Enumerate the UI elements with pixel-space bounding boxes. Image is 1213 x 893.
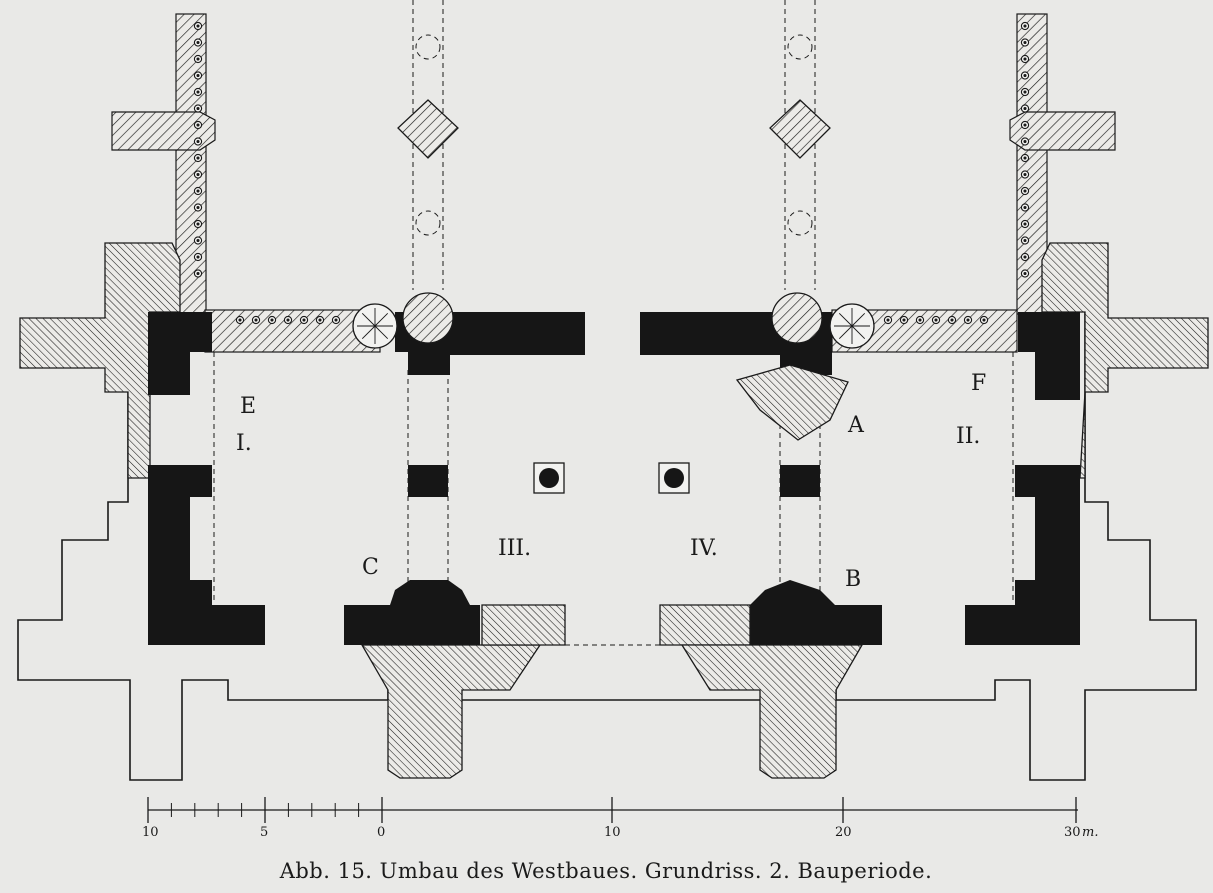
- wall-ring-dot: [254, 318, 258, 322]
- wall-ring-dot: [196, 255, 200, 259]
- rosette-spoke: [374, 325, 389, 340]
- wall-ring-dot: [966, 318, 970, 322]
- rosette-spoke: [851, 325, 866, 340]
- wall-ring-dot: [1023, 139, 1027, 144]
- plan-labels: E I. F II. III. IV. A B C: [236, 371, 986, 592]
- wall-ring-dot: [196, 189, 200, 193]
- wall-ring-dot: [318, 318, 322, 322]
- label-f: F: [971, 371, 986, 396]
- scale-tick-label: 0: [377, 825, 385, 840]
- wall-ring-dot: [196, 57, 200, 61]
- wall-ring-dot: [934, 318, 938, 322]
- upper-piers: [397, 99, 831, 159]
- rosette-spoke: [361, 312, 376, 327]
- wall-rings: [193, 21, 1030, 325]
- wall-ring-dot: [950, 318, 954, 322]
- rosette-spoke: [838, 312, 853, 327]
- wall-ring-dot: [196, 73, 200, 78]
- label-c: C: [362, 555, 379, 580]
- wall-ring-dot: [196, 271, 200, 276]
- wall-ring-dot: [334, 318, 338, 322]
- label-room-4: IV.: [690, 536, 718, 561]
- wall-ring-dot: [196, 238, 200, 243]
- wall-ring-dot: [1023, 57, 1027, 61]
- rosette-spoke: [374, 312, 389, 327]
- wall-ring-dot: [1023, 40, 1027, 45]
- wall-ring-dot: [902, 318, 906, 322]
- wall-ring-dot: [196, 90, 200, 94]
- wall-ring-dot: [196, 172, 200, 177]
- outer-outline: [17, 312, 1197, 781]
- wall-ring-dot: [886, 318, 890, 322]
- wall-ring-dot: [1023, 156, 1027, 160]
- label-room-3: III.: [498, 536, 531, 561]
- scale-minor-ticks: [170, 803, 360, 817]
- lower-towers-hatched: [360, 604, 864, 779]
- scale-tick-label: 10: [604, 825, 621, 840]
- wall-ring-dot: [982, 318, 986, 322]
- wall-ring-dot: [196, 222, 200, 226]
- wall-ring-dot: [196, 40, 200, 45]
- wall-ring-dot: [302, 318, 306, 322]
- scale-tick-label: 30: [1064, 825, 1081, 840]
- wall-ring-dot: [196, 24, 200, 28]
- wall-ring-dot: [196, 106, 200, 111]
- wall-ring-dot: [1023, 205, 1027, 210]
- wall-ring-dot: [918, 318, 922, 322]
- rosette-spoke: [851, 312, 866, 327]
- wall-ring-dot: [1023, 238, 1027, 243]
- scale-tick-label: 20: [835, 825, 852, 840]
- scale-tick-label: 10: [142, 825, 159, 840]
- figure-caption: Abb. 15. Umbau des Westbaues. Grundriss.…: [279, 859, 933, 883]
- rosette-spoke: [838, 325, 853, 340]
- label-e: E: [240, 394, 256, 419]
- pier-a: [735, 364, 849, 441]
- wall-ring-dot: [238, 318, 242, 322]
- label-room-1: I.: [236, 431, 252, 456]
- wall-ring-dot: [196, 123, 200, 127]
- wall-ring-dot: [196, 156, 200, 160]
- label-room-2: II.: [956, 424, 980, 449]
- wall-ring-dot: [1023, 172, 1027, 177]
- scale-labels: 10 5 0 10 20 30 m.: [142, 825, 1098, 840]
- scale-tick-label: 5: [260, 825, 268, 840]
- label-a: A: [847, 413, 865, 438]
- label-b: B: [845, 567, 861, 592]
- wall-ring-dot: [1023, 106, 1027, 111]
- wall-ring-dot: [1023, 255, 1027, 259]
- left-tower-hatched: [19, 242, 1209, 479]
- scale-bar: [147, 797, 1078, 823]
- pier-rosettes: [357, 308, 870, 344]
- wall-ring-dot: [270, 318, 274, 322]
- north-aisle-walls: [111, 13, 1116, 353]
- wall-ring-dot: [1023, 73, 1027, 78]
- nave-pillars: [533, 462, 690, 494]
- wall-ring-dot: [1023, 24, 1027, 28]
- solid-walls: [148, 312, 1080, 645]
- nave-dashed-lines: [213, 0, 1014, 646]
- wall-ring-dot: [196, 205, 200, 210]
- wall-ring-dot: [1023, 189, 1027, 193]
- wall-ring-dot: [1023, 222, 1027, 226]
- wall-ring-dot: [1023, 123, 1027, 127]
- wall-ring-dot: [196, 139, 200, 144]
- wall-ring-dot: [1023, 90, 1027, 94]
- wall-ring-dot: [286, 318, 290, 322]
- rosette-spoke: [361, 325, 376, 340]
- wall-ring-dot: [1023, 271, 1027, 276]
- scale-unit: m.: [1082, 825, 1098, 840]
- round-piers: [352, 292, 875, 349]
